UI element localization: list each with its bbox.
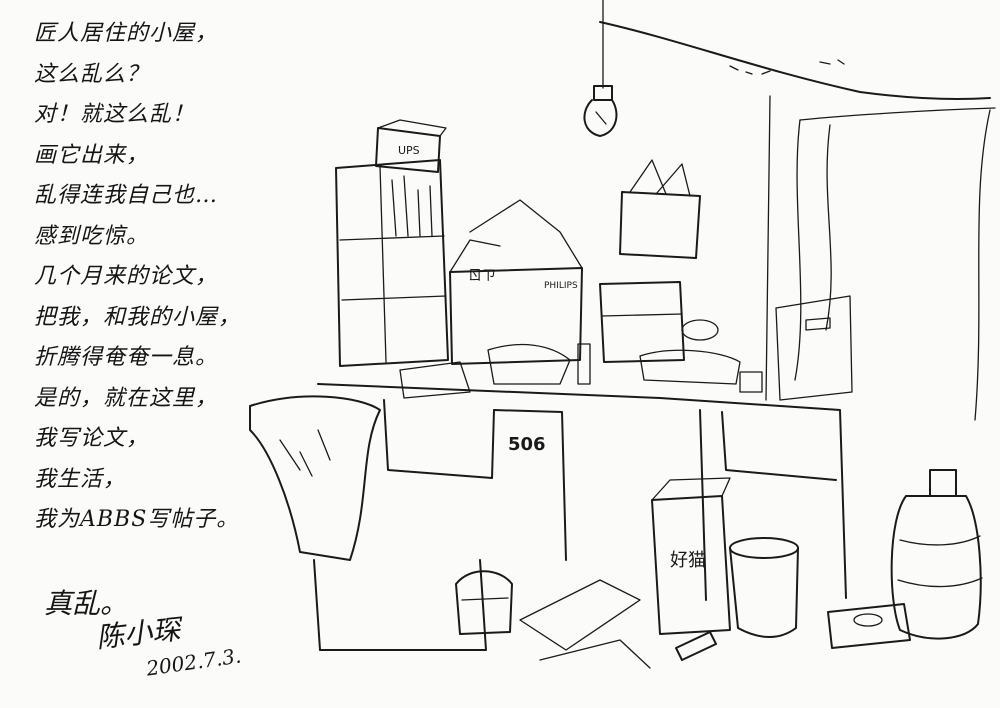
ups-box: UPS bbox=[375, 119, 447, 173]
desk: 506 bbox=[317, 383, 847, 601]
philips-box: PHILIPS ㄖㄗ bbox=[449, 199, 583, 365]
haomao-carton: 好猫 bbox=[651, 477, 731, 635]
gas-cylinder bbox=[890, 469, 983, 640]
right-shelf bbox=[599, 281, 685, 363]
bookshelf bbox=[335, 159, 449, 367]
floor-bottle bbox=[675, 631, 717, 661]
haomao-label: 好猫 bbox=[670, 550, 706, 571]
lightbulb-icon bbox=[583, 85, 618, 137]
trash-bin bbox=[729, 537, 799, 638]
curtain bbox=[794, 109, 991, 421]
poem-line: 我为ABBS写帖子。 bbox=[34, 507, 240, 532]
rice-cooker bbox=[455, 570, 513, 635]
hanging-bag bbox=[619, 159, 701, 259]
desk-clutter bbox=[399, 295, 853, 401]
poem-line: 画它出来， bbox=[34, 142, 150, 168]
ceiling-line bbox=[599, 21, 991, 101]
clothes-pile bbox=[249, 395, 487, 651]
poem-line: 对！就这么乱！ bbox=[34, 102, 196, 127]
poem-line: 是的，就在这里， bbox=[34, 385, 219, 411]
floor-papers bbox=[519, 579, 651, 669]
box-mark-label: ㄖㄗ bbox=[468, 268, 496, 284]
poem-line: 感到吃惊。 bbox=[34, 223, 150, 249]
ups-label: UPS bbox=[398, 144, 420, 157]
wall-corner-line bbox=[765, 95, 771, 401]
poem-line: 乱得连我自己也… bbox=[34, 183, 219, 208]
gas-stove bbox=[827, 603, 911, 649]
poem-line: 这么乱么？ bbox=[34, 61, 150, 87]
note-text: 真乱。 bbox=[44, 587, 129, 620]
wall-crack-marks bbox=[729, 59, 845, 75]
poem-line: 我生活， bbox=[34, 466, 127, 492]
poem-line: 匠人居住的小屋， bbox=[34, 21, 219, 46]
poem-line: 我写论文， bbox=[34, 426, 150, 451]
philips-label: PHILIPS bbox=[544, 281, 578, 291]
curtain-rod bbox=[799, 107, 996, 121]
poem-line: 折腾得奄奄一息。 bbox=[34, 345, 219, 370]
carton-number-label: 506 bbox=[508, 434, 546, 455]
poem-line: 把我，和我的小屋， bbox=[34, 304, 242, 330]
poem-line: 几个月来的论文， bbox=[34, 264, 219, 289]
handwritten-poem: 匠人居住的小屋， 这么乱么？ 对！就这么乱！ 画它出来， 乱得连我自己也… 感到… bbox=[34, 14, 284, 541]
